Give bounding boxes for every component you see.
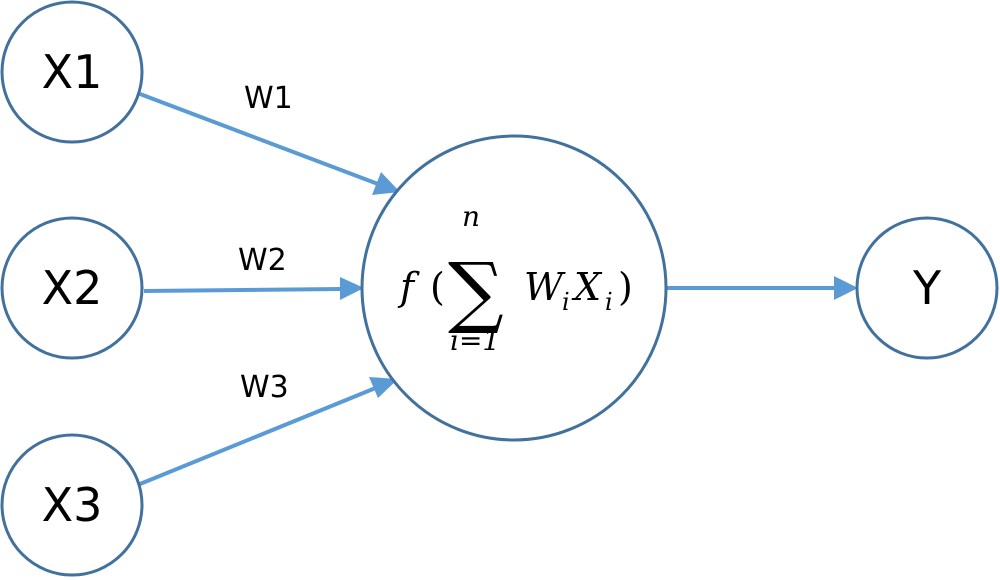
- edge-x2-to-neuron: [143, 277, 364, 300]
- node-circle: [0, 433, 144, 577]
- close-paren: ): [618, 265, 633, 309]
- activation-formula: f ( ∑ n i=1 W i X i ): [397, 200, 633, 357]
- edges: [139, 92, 858, 486]
- node-label: X1: [42, 45, 103, 99]
- weight-term: W: [524, 265, 566, 309]
- edge-x3-to-neuron: [139, 377, 398, 486]
- input-node-x3: X3: [0, 433, 144, 577]
- edge-neuron-to-y: [666, 276, 858, 300]
- sum-upper-limit: n: [462, 200, 480, 233]
- node-circle: [0, 0, 144, 144]
- node-label: X3: [42, 478, 103, 532]
- open-paren: (: [430, 265, 445, 309]
- arrow-head-icon: [372, 172, 400, 195]
- arrow-head-icon: [340, 277, 364, 300]
- node-circle: [855, 216, 999, 360]
- node-label: Y: [912, 261, 942, 315]
- input-subscript: i: [605, 288, 613, 316]
- node-circle: [0, 216, 144, 360]
- edge-line: [139, 92, 379, 186]
- arrow-head-icon: [834, 276, 858, 300]
- weight-label-w3: W3: [240, 370, 289, 405]
- input-node-x1: X1: [0, 0, 144, 144]
- weight-label-w2: W2: [238, 243, 287, 278]
- weight-subscript: i: [562, 288, 570, 316]
- input-term: X: [571, 265, 603, 309]
- node-label: X2: [42, 261, 103, 315]
- output-node-y: Y: [855, 216, 999, 360]
- weight-label-w1: W1: [244, 81, 293, 116]
- input-node-x2: X2: [0, 216, 144, 360]
- sum-symbol: ∑: [448, 247, 504, 337]
- node-circle: [360, 134, 668, 442]
- edge-x1-to-neuron: [139, 92, 400, 195]
- arrow-head-icon: [369, 377, 398, 398]
- neuron-node: f ( ∑ n i=1 W i X i ): [360, 134, 668, 442]
- sum-lower-limit: i=1: [450, 324, 500, 357]
- edge-line: [139, 385, 379, 486]
- edge-line: [143, 287, 343, 293]
